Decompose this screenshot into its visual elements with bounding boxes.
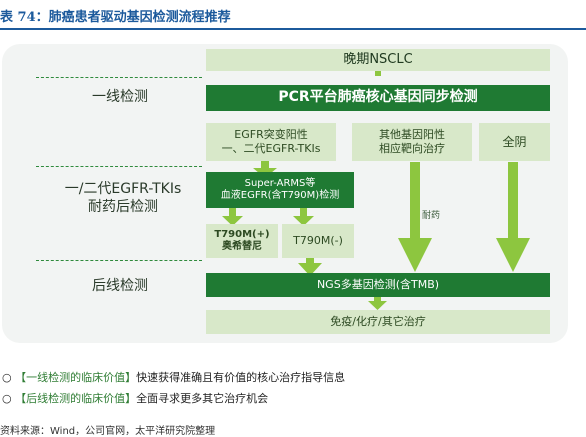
note-2-text: 全面寻求更多其它治疗机会 xyxy=(136,392,269,405)
note-later-line-value: ○ 【后线检测的临床价值】全面寻求更多其它治疗机会 xyxy=(2,390,268,406)
stage-divider-2 xyxy=(36,166,202,167)
node-egfr-positive-line-2: 一、二代EGFR-TKIs xyxy=(221,142,321,155)
node-super-arms-line-2: 血液EGFR(含T790M)检测 xyxy=(220,190,340,201)
node-t790m-negative: T790M(-) xyxy=(282,224,354,258)
note-1-text: 快速获得准确且有价值的核心治疗指导信息 xyxy=(136,371,346,384)
stage-label-later-line: 后线检测 xyxy=(92,278,148,294)
node-therapy: 免疫/化疗/其它治疗 xyxy=(206,310,550,334)
node-t790m-positive-line-1: T790M(+) xyxy=(214,228,270,240)
node-egfr-positive-line-1: EGFR突变阳性 xyxy=(234,128,308,142)
node-other-positive-line-2: 相应靶向治疗 xyxy=(379,142,445,155)
stage-label-tki-resistant: 一/二代EGFR-TKIs 耐药后检测 xyxy=(48,180,198,216)
note-1-bracket: 【一线检测的临床价值】 xyxy=(15,371,137,384)
note-bullet: ○ xyxy=(2,371,16,384)
figure-title: 表 74：肺癌患者驱动基因检测流程推荐 xyxy=(0,10,231,25)
source-note: 资料来源：Wind，公司官网，太平洋研究院整理 xyxy=(0,426,216,437)
stage-divider-1 xyxy=(36,77,202,78)
resistance-arrow-label: 耐药 xyxy=(422,211,441,221)
stage-label-line-1: 一/二代EGFR-TKIs xyxy=(64,181,182,197)
note-2-bracket: 【后线检测的临床价值】 xyxy=(15,392,137,405)
title-rule xyxy=(0,28,586,30)
stage-label-first-line: 一线检测 xyxy=(92,89,148,105)
stage-label-line-2: 耐药后检测 xyxy=(88,199,158,216)
note-bullet: ○ xyxy=(2,392,16,405)
node-t790m-positive: T790M(+) 奥希替尼 xyxy=(206,224,278,258)
arrow-all-negative-to-ngs xyxy=(496,162,530,272)
stage-divider-3 xyxy=(36,260,202,261)
arrow-t790m-neg-to-ngs xyxy=(298,257,322,276)
node-t790m-positive-line-2: 奥希替尼 xyxy=(222,241,262,252)
arrow-ngs-to-therapy xyxy=(368,296,387,310)
node-ngs-multigene-test: NGS多基因检测(含TMB) xyxy=(206,273,550,297)
node-all-negative: 全阴 xyxy=(479,123,550,161)
node-egfr-positive: EGFR突变阳性 一、二代EGFR-TKIs xyxy=(206,123,336,161)
node-late-nsclc: 晚期NSCLC xyxy=(206,49,550,71)
arrow-super-arms-to-t790m-neg xyxy=(293,208,314,226)
node-pcr-core-gene-test: PCR平台肺癌核心基因同步检测 xyxy=(206,85,550,111)
node-super-arms-line-1: Super-ARMS等 xyxy=(244,177,316,189)
node-super-arms: Super-ARMS等 血液EGFR(含T790M)检测 xyxy=(206,172,354,208)
arrow-nsclc-to-pcr xyxy=(375,70,381,76)
node-other-positive-line-1: 其他基因阳性 xyxy=(379,128,445,142)
arrow-other-positive-to-ngs xyxy=(398,162,432,272)
node-other-positive: 其他基因阳性 相应靶向治疗 xyxy=(352,123,472,161)
arrow-super-arms-to-t790m-pos xyxy=(222,208,243,226)
note-first-line-value: ○ 【一线检测的临床价值】快速获得准确且有价值的核心治疗指导信息 xyxy=(2,369,345,385)
